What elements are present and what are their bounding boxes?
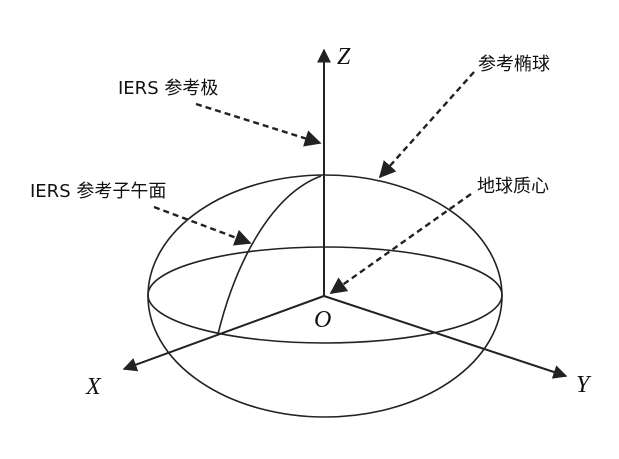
ellipsoid-arrow xyxy=(378,71,475,179)
iers-pole-arrow xyxy=(195,102,322,147)
geocenter-label: 地球质心 xyxy=(477,176,549,197)
origin-label: O xyxy=(314,307,331,333)
x-axis-label: X xyxy=(85,374,102,400)
geocenter-arrow xyxy=(329,193,472,294)
iers-pole-label: IERS 参考极 xyxy=(118,78,218,99)
z-axis-label: Z xyxy=(337,44,351,70)
iers-meridian-arrow xyxy=(153,205,252,246)
meridian-arc xyxy=(217,175,322,335)
y-axis-label: Y xyxy=(576,372,592,398)
x-axis xyxy=(122,295,325,372)
iers-meridian-label: IERS 参考子午面 xyxy=(30,181,166,202)
ellipsoid-label: 参考椭球 xyxy=(478,54,550,75)
y-axis xyxy=(323,295,568,379)
